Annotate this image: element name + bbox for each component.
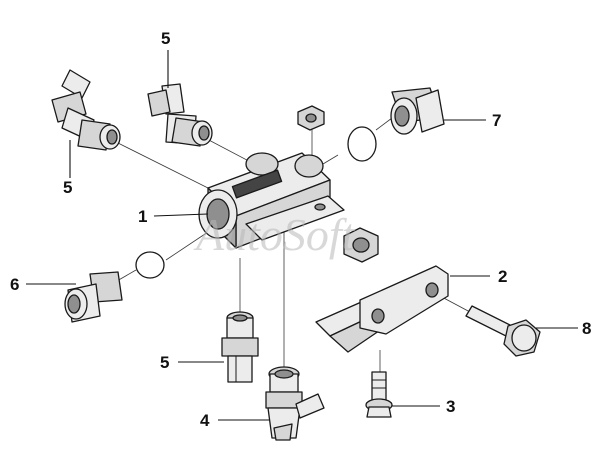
callout-leaders [26,50,578,421]
elbow-fitting-4 [265,366,325,441]
watermark: AutoSoft [193,209,356,260]
callout-7: 7 [492,111,501,130]
callout-6: 6 [10,275,19,294]
callout-1: 1 [138,207,147,226]
lock-nut-top [297,105,325,131]
callout-4: 4 [200,411,210,430]
elbow-fitting-5-left [51,69,121,151]
straight-fitting-5-bottom [221,311,259,383]
callout-3: 3 [446,397,455,416]
bolt-3 [365,371,393,418]
lock-nut-right [343,227,379,263]
callout-2: 2 [498,267,507,286]
bolt-8 [465,305,541,357]
mounting-bracket [315,265,449,353]
callout-5-bottom: 5 [160,353,169,372]
elbow-fitting-5-top [147,83,213,147]
callout-5-top: 5 [161,29,170,48]
callout-5-left: 5 [63,178,72,197]
manifold-block [198,152,345,249]
adapter-6 [64,251,165,323]
adapter-7 [347,87,445,162]
callout-8: 8 [582,319,591,338]
